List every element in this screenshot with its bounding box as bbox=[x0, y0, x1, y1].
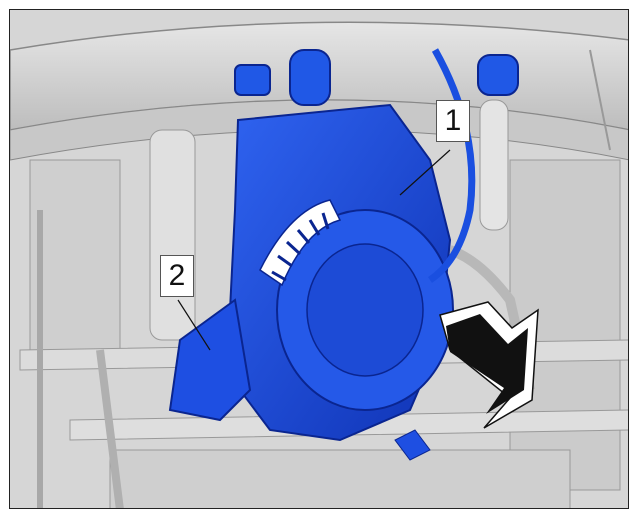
removal-direction-arrow-icon bbox=[439, 301, 539, 429]
air-duct-outlet bbox=[168, 298, 252, 422]
illustration-frame: 1 2 bbox=[9, 9, 629, 509]
leader-line-2 bbox=[177, 299, 211, 351]
blower-assembly bbox=[168, 48, 519, 461]
callout-1: 1 bbox=[436, 100, 470, 142]
callout-2: 2 bbox=[160, 255, 194, 297]
leader-line-1 bbox=[399, 149, 451, 196]
illustration-svg bbox=[10, 10, 628, 508]
leader-lines bbox=[177, 149, 451, 351]
